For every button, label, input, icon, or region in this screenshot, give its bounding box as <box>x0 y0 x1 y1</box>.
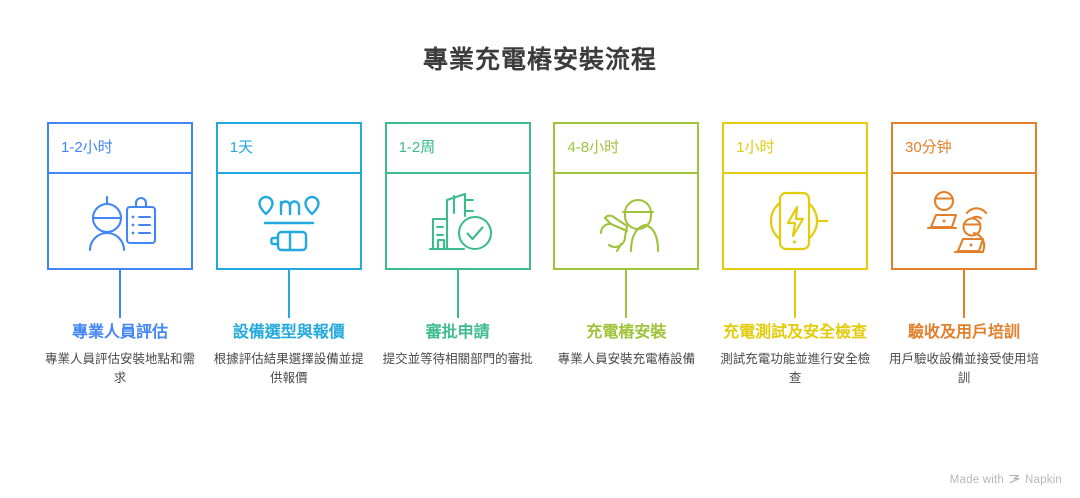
flow-step-6[interactable]: 30分钟 <box>888 122 1039 388</box>
step-icon-container-6 <box>893 174 1035 268</box>
step-connector-1 <box>119 270 121 318</box>
device-selection-battery-icon <box>250 188 328 254</box>
step-description-3: 提交並等待相關部門的審批 <box>382 352 533 366</box>
step-connector-2 <box>287 270 290 318</box>
step-icon-container-4 <box>555 174 697 268</box>
napkin-watermark: Made with Napkin <box>950 473 1062 486</box>
step-card-3[interactable]: 1-2周 <box>384 122 531 270</box>
step-description-4: 專業人員安裝充電樁設備 <box>557 352 696 366</box>
wireless-charging-phone-icon <box>755 187 835 255</box>
step-description-1: 專業人員評估安裝地點和需求 <box>45 352 196 385</box>
step-duration-header-2: 1天 <box>217 124 360 174</box>
step-title-2: 設備選型與報價 <box>232 324 345 341</box>
watermark-brand: Napkin <box>1025 473 1062 486</box>
napkin-chevrons-icon <box>1008 474 1021 487</box>
step-description-6: 用戶驗收設備並接受使用培訓 <box>888 352 1039 385</box>
step-duration-5: 1小时 <box>736 139 775 156</box>
step-title-3: 審批申請 <box>425 324 490 341</box>
flow-step-4[interactable]: 4-8小时 充電 <box>553 122 700 369</box>
step-icon-container-2 <box>218 174 360 268</box>
step-duration-4: 4-8小时 <box>567 139 620 156</box>
flow-step-3[interactable]: 1-2周 <box>382 122 533 369</box>
step-title-5: 充電測試及安全檢查 <box>723 324 868 341</box>
step-duration-header-4: 4-8小时 <box>555 124 698 174</box>
step-connector-3 <box>456 270 459 318</box>
flow-step-1[interactable]: 1-2小时 <box>45 122 196 388</box>
worker-installing-icon <box>587 187 665 255</box>
step-connector-6 <box>962 270 965 318</box>
step-title-4: 充電樁安裝 <box>586 324 667 341</box>
person-with-clipboard-icon <box>81 188 159 254</box>
step-duration-header-6: 30分钟 <box>892 124 1035 174</box>
step-title-6: 驗收及用戶培訓 <box>907 324 1020 341</box>
step-duration-1: 1-2小时 <box>61 139 113 156</box>
step-icon-container-3 <box>387 174 529 268</box>
building-approval-check-icon <box>419 187 497 255</box>
step-duration-header-3: 1-2周 <box>386 124 529 174</box>
step-card-6[interactable]: 30分钟 <box>890 122 1037 270</box>
process-flow: 1-2小时 <box>45 122 1039 452</box>
step-card-1[interactable]: 1-2小时 <box>47 122 193 270</box>
step-icon-container-5 <box>724 174 866 268</box>
step-connector-5 <box>794 270 797 318</box>
flow-step-5[interactable]: 1小时 充電測試及安全檢查 測試充電功能並進行安全檢查 <box>720 122 871 388</box>
step-description-2: 根據評估結果選擇設備並提供報價 <box>213 352 364 385</box>
user-training-laptops-icon <box>923 187 1005 255</box>
step-icon-container-1 <box>49 174 191 268</box>
step-description-5: 測試充電功能並進行安全檢查 <box>720 352 871 385</box>
step-connector-4 <box>625 270 628 318</box>
step-duration-6: 30分钟 <box>904 139 952 156</box>
watermark-prefix: Made with <box>949 473 1004 486</box>
step-duration-header-5: 1小时 <box>724 124 867 174</box>
step-duration-header-1: 1-2小时 <box>49 124 191 174</box>
page-title: 專業充電樁安裝流程 <box>422 46 657 74</box>
step-duration-2: 1天 <box>229 139 254 156</box>
step-title-1: 專業人員評估 <box>71 324 168 341</box>
step-card-2[interactable]: 1天 <box>215 122 362 270</box>
flow-step-2[interactable]: 1天 設備選型與 <box>213 122 364 388</box>
step-duration-3: 1-2周 <box>398 139 436 156</box>
step-card-4[interactable]: 4-8小时 <box>553 122 700 270</box>
step-card-5[interactable]: 1小时 <box>722 122 869 270</box>
